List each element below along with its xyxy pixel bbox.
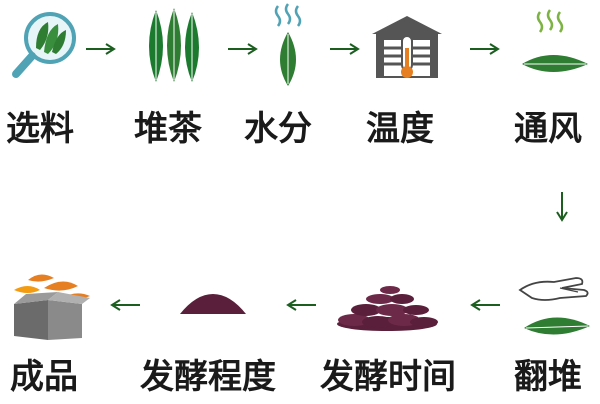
hand-over-leaf-icon: [518, 277, 590, 335]
arrow-left-icon: [286, 299, 316, 311]
magnifier-leaves-icon: [12, 12, 76, 78]
steaming-leaf-icon: [274, 3, 302, 86]
arrow-right-icon: [86, 43, 116, 55]
arrow-right-icon: [228, 43, 258, 55]
step-label-temperature: 温度: [366, 109, 434, 149]
arrow-left-icon: [110, 299, 140, 311]
box-with-leaves-icon: [14, 274, 90, 340]
step-label-ferment-degree: 发酵程度: [140, 357, 276, 397]
step-label-pile: 堆茶: [134, 109, 202, 149]
dark-leaf-pile-icon: [337, 286, 438, 331]
step-label-select: 选料: [6, 109, 74, 149]
thermometer-house-icon: [372, 16, 442, 78]
step-label-ventilation: 通风: [514, 109, 582, 149]
arrow-left-icon: [470, 299, 500, 311]
step-label-product: 成品: [10, 357, 78, 397]
leaf-bunch-icon: [149, 8, 199, 82]
arrow-right-icon: [330, 43, 360, 55]
steaming-flat-leaf-icon: [522, 9, 588, 72]
step-label-turn: 翻堆: [514, 357, 582, 397]
arrow-down-icon: [556, 192, 568, 222]
fermented-mound-icon: [180, 294, 246, 314]
step-label-moisture: 水分: [244, 109, 312, 149]
step-label-ferment-time: 发酵时间: [320, 357, 456, 397]
arrow-right-icon: [470, 43, 500, 55]
